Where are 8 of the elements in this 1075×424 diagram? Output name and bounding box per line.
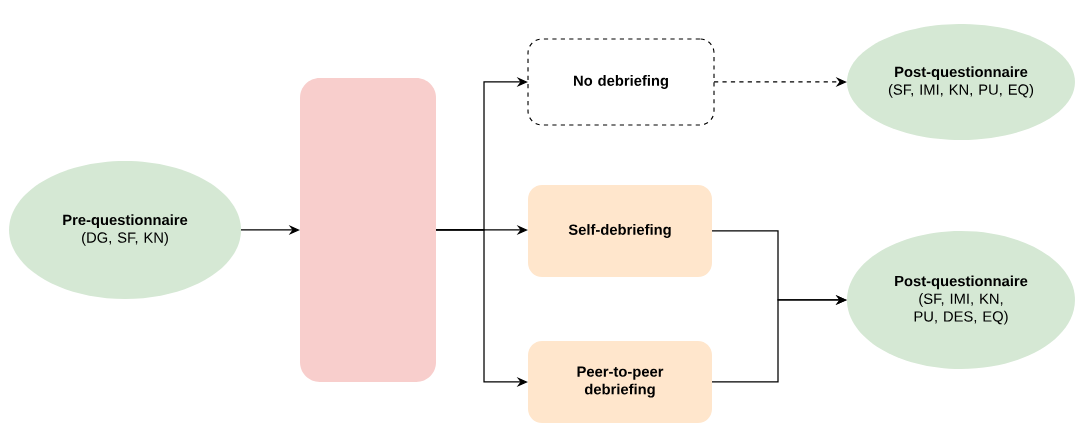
process-box: No debriefing (527, 38, 715, 126)
process-box (300, 78, 436, 382)
process-box: Peer-to-peer debriefing (528, 341, 712, 423)
arrow (713, 77, 847, 87)
arrow (711, 295, 847, 383)
process-box: Self-debriefing (528, 185, 712, 277)
arrow (240, 225, 300, 235)
arrow (435, 229, 528, 387)
